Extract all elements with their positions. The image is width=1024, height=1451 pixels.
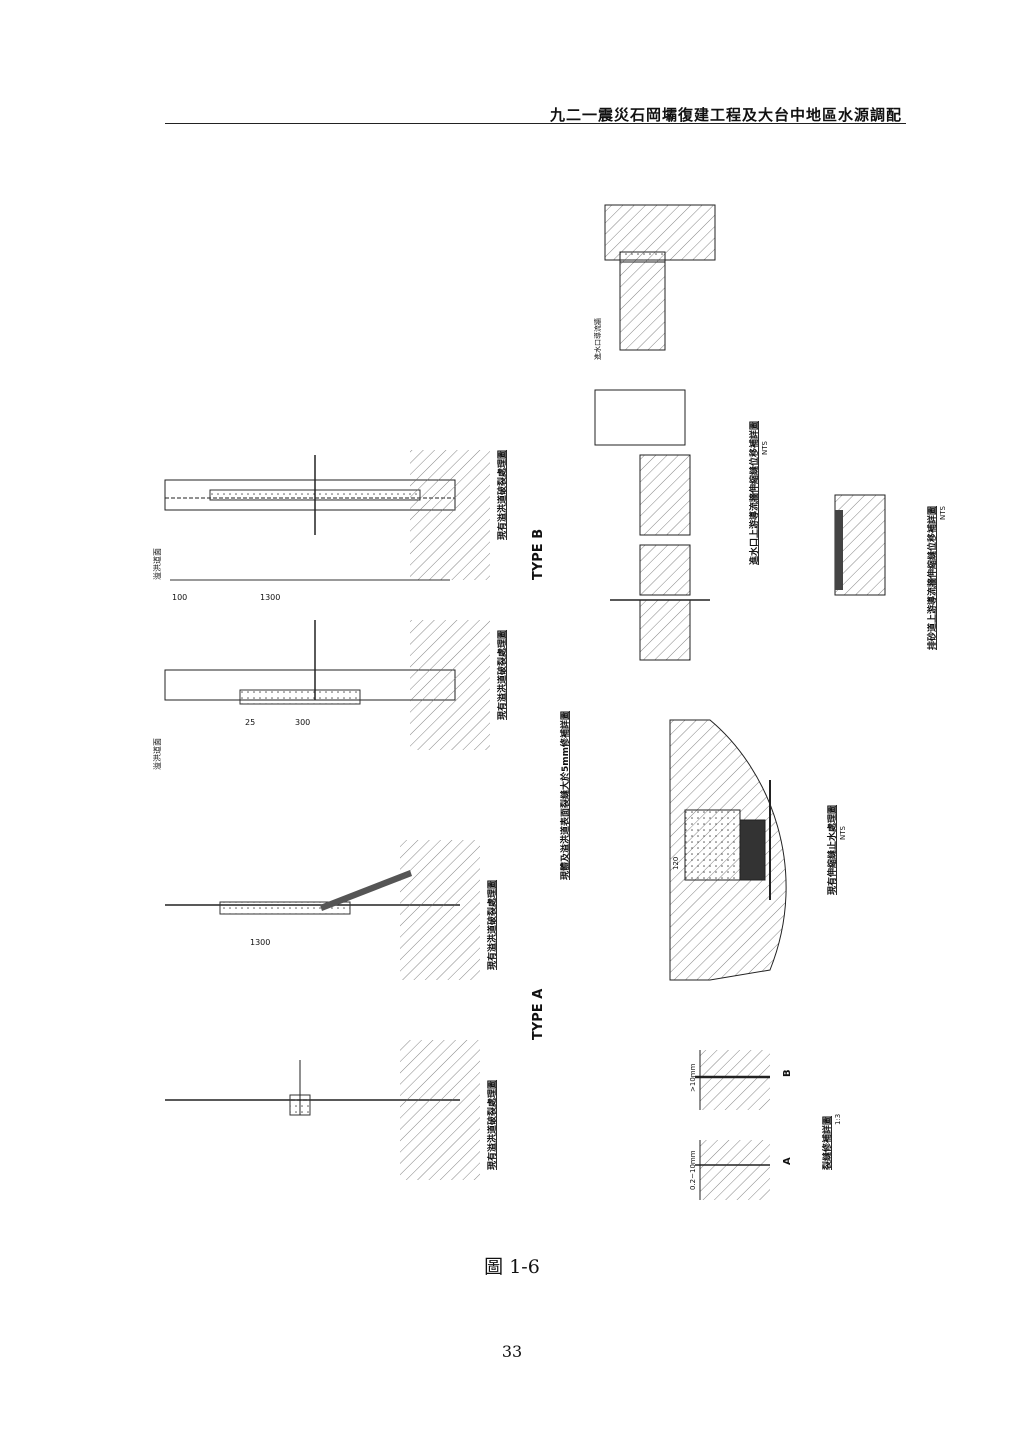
spillway-face-label-1: 溢洪道面 bbox=[152, 548, 162, 580]
nts-sand: NTS bbox=[939, 505, 947, 520]
section-b1: 100 1300 bbox=[164, 450, 490, 602]
sand-detail: 排砂道上游導流牆伸縮縫位移補詳圖 NTS bbox=[834, 494, 947, 650]
spillway-face-label-2: 溢洪道面 bbox=[152, 738, 162, 770]
waterstop-detail: 現有伸縮縫止水處理圖 NTS 120 bbox=[669, 719, 847, 981]
type-a-label: TYPE A bbox=[531, 989, 546, 1040]
section-a2 bbox=[165, 1040, 480, 1180]
dim-1300-b1: 1300 bbox=[260, 593, 280, 602]
crack-detail: A B 0.2~10mm >10mm 裂縫修補詳圖 1:3 bbox=[689, 1050, 842, 1200]
title-b2: 現有溢洪道破裂處理圖 bbox=[496, 630, 508, 720]
dim-100-left: 100 bbox=[172, 593, 187, 602]
section-a1: 1300 bbox=[165, 840, 480, 980]
repair-detail-drawing: 100 1300 300 25 1300 TYPE B TYPE A 現有溢洪道… bbox=[152, 204, 947, 1200]
crack-label-b: B bbox=[782, 1069, 793, 1077]
nts-inlet: NTS bbox=[761, 440, 769, 455]
nts-waterstop: NTS bbox=[839, 825, 847, 840]
title-waterstop: 現有伸縮縫止水處理圖 bbox=[826, 805, 838, 895]
header-rule bbox=[165, 123, 906, 124]
inlet-detail: 進水口上游導流牆伸縮縫位移補詳圖 NTS 進水口導流牆 bbox=[593, 204, 769, 661]
title-crack: 裂縫修補詳圖 bbox=[821, 1116, 833, 1171]
title-a1: 現有溢洪道破裂處理圖 bbox=[486, 880, 498, 970]
dim-120: 120 bbox=[672, 857, 680, 870]
dim-300: 300 bbox=[295, 718, 310, 727]
header-title: 九二一震災石岡壩復建工程及大台中地區水源調配 bbox=[549, 106, 902, 124]
crack-width-b: >10mm bbox=[689, 1063, 697, 1092]
page-number: 33 bbox=[501, 1342, 523, 1361]
group-title: 現體及溢洪道表面裂縫大於5mm修補詳圖 bbox=[559, 711, 571, 880]
inlet-wall-label: 進水口導流牆 bbox=[593, 318, 602, 360]
title-sand: 排砂道上游導流牆伸縮縫位移補詳圖 bbox=[926, 506, 938, 650]
title-b1: 現有溢洪道破裂處理圖 bbox=[496, 450, 508, 540]
crack-scale: 1:3 bbox=[834, 1114, 842, 1125]
title-a2: 現有溢洪道破裂處理圖 bbox=[486, 1080, 498, 1170]
type-b-label: TYPE B bbox=[531, 529, 546, 580]
section-b2: 300 25 bbox=[164, 620, 490, 750]
crack-width-a: 0.2~10mm bbox=[689, 1150, 697, 1190]
dim-1300-a1: 1300 bbox=[250, 938, 270, 947]
dim-25-left: 25 bbox=[245, 718, 255, 727]
title-inlet: 進水口上游導流牆伸縮縫位移補詳圖 bbox=[748, 421, 760, 565]
crack-label-a: A bbox=[782, 1157, 793, 1165]
figure-caption: 圖 1-6 bbox=[484, 1256, 540, 1278]
